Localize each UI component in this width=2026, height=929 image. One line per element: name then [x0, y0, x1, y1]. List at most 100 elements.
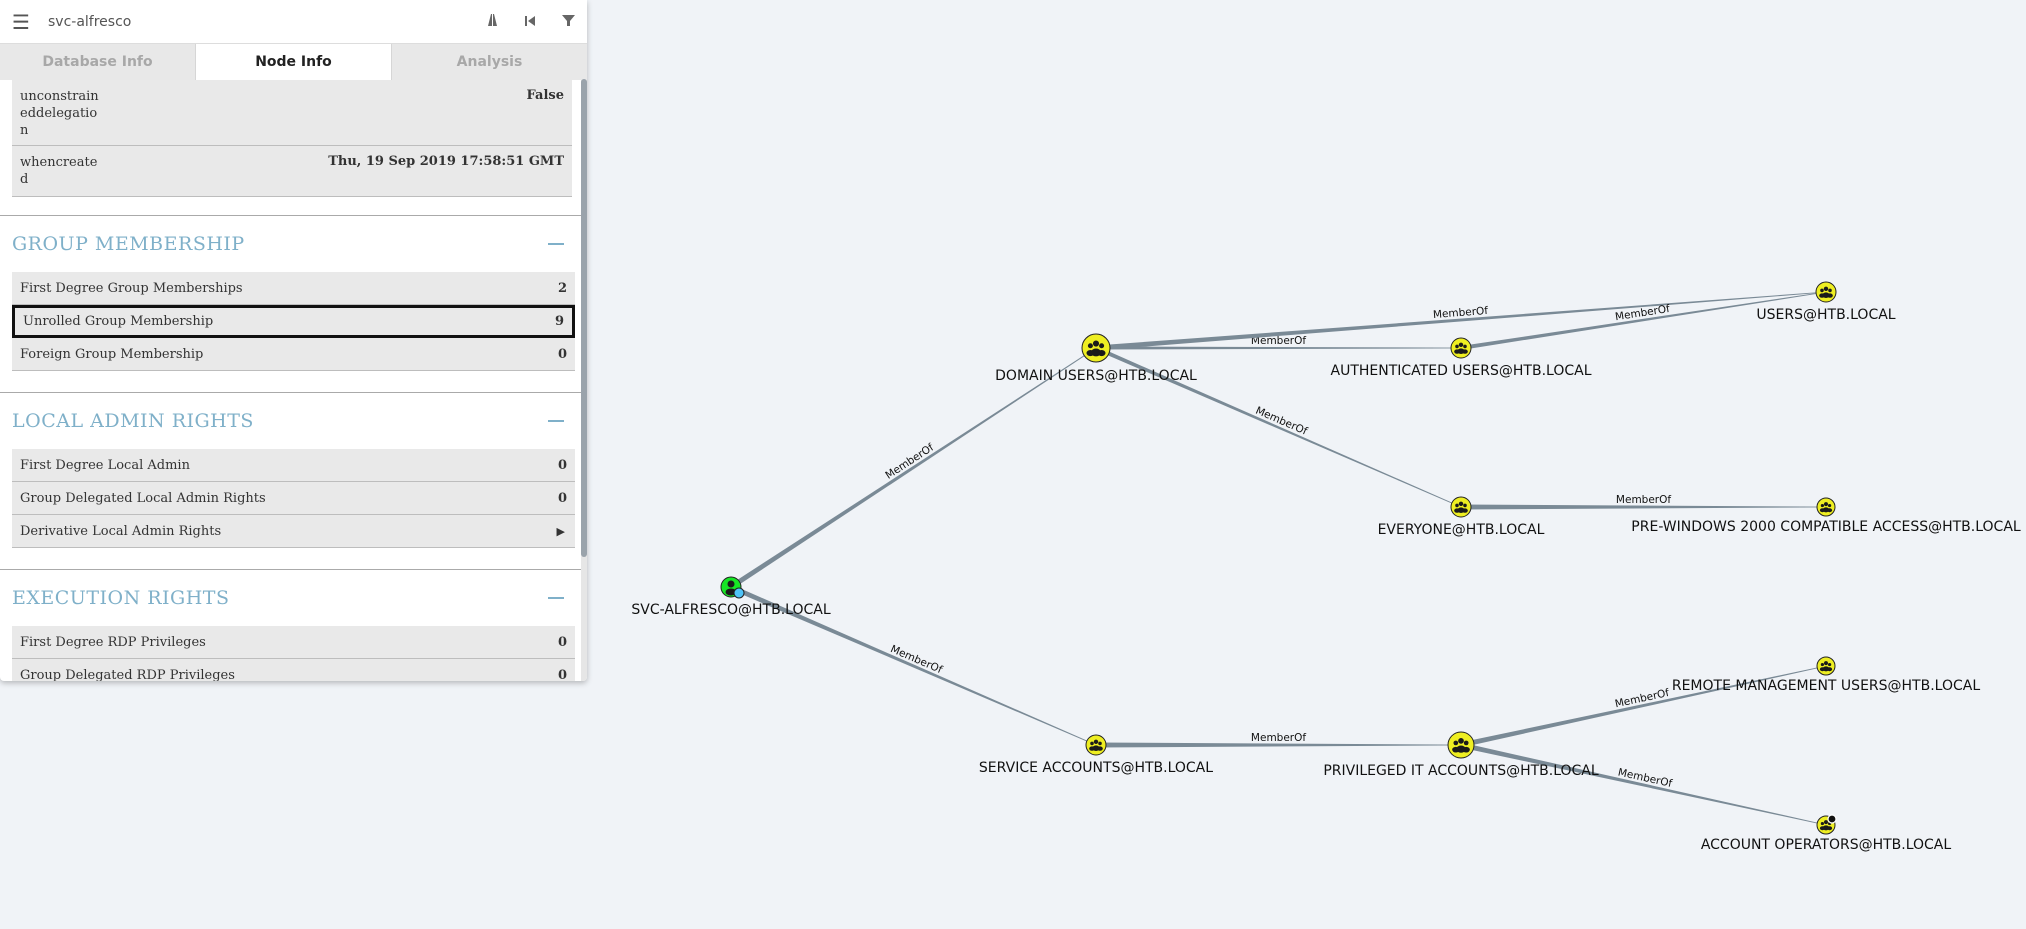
first-degree-local-admin[interactable]: First Degree Local Admin 0: [12, 449, 575, 482]
node-label: PRIVILEGED IT ACCOUNTS@HTB.LOCAL: [1323, 763, 1599, 779]
search-bar: ☰: [0, 0, 587, 44]
item-count: 0: [557, 457, 567, 473]
edge-label: MemberOf: [1251, 732, 1306, 744]
item-label: Foreign Group Membership: [20, 346, 204, 362]
edge-pit-rmu[interactable]: [1460, 665, 1827, 748]
item-label: First Degree RDP Privileges: [20, 634, 206, 650]
node-ao[interactable]: ACCOUNT OPERATORS@HTB.LOCAL: [1701, 814, 1952, 853]
group-delegated-local-admin-rights[interactable]: Group Delegated Local Admin Rights 0: [12, 482, 575, 515]
node-label: REMOTE MANAGEMENT USERS@HTB.LOCAL: [1672, 678, 1980, 694]
first-degree-group-memberships[interactable]: First Degree Group Memberships 2: [12, 272, 575, 305]
group-delegated-rdp-privileges[interactable]: Group Delegated RDP Privileges 0: [12, 659, 575, 681]
item-count: 0: [557, 667, 567, 682]
node-au[interactable]: AUTHENTICATED USERS@HTB.LOCAL: [1331, 337, 1592, 379]
pathfinding-icon[interactable]: [473, 13, 511, 31]
node-label: EVERYONE@HTB.LOCAL: [1378, 522, 1545, 538]
node-label: DOMAIN USERS@HTB.LOCAL: [995, 368, 1197, 384]
node-everyone[interactable]: EVERYONE@HTB.LOCAL: [1378, 496, 1545, 538]
edges-layer: MemberOfMemberOfMemberOfMemberOfMemberOf…: [729, 291, 1827, 826]
edge-au-users[interactable]: [1460, 291, 1827, 350]
item-label: First Degree Group Memberships: [20, 280, 243, 296]
search-input[interactable]: [42, 13, 473, 30]
tab-node-info[interactable]: Node Info: [196, 44, 392, 80]
property-value: False: [526, 88, 564, 103]
owned-marker-icon: [733, 587, 745, 599]
node-du[interactable]: DOMAIN USERS@HTB.LOCAL: [995, 333, 1197, 384]
edge-label: MemberOf: [1433, 305, 1489, 321]
section-divider: [0, 569, 587, 570]
section-divider: [0, 215, 587, 216]
item-label: Derivative Local Admin Rights: [20, 523, 222, 539]
node-circle[interactable]: [1085, 734, 1107, 756]
property-value: Thu, 19 Sep 2019 17:58:51 GMT: [328, 154, 564, 169]
node-label: AUTHENTICATED USERS@HTB.LOCAL: [1331, 363, 1592, 379]
edge-svc-sa[interactable]: [730, 584, 1097, 746]
unrolled-group-membership[interactable]: Unrolled Group Membership 9: [12, 305, 575, 338]
item-count: 0: [557, 490, 567, 506]
section-divider: [0, 392, 587, 393]
node-circle[interactable]: [1450, 496, 1472, 518]
section-title: EXECUTION RIGHTS: [12, 587, 230, 609]
local-admin-rights-header[interactable]: LOCAL ADMIN RIGHTS: [0, 393, 587, 449]
group-membership-header[interactable]: GROUP MEMBERSHIP: [0, 216, 587, 272]
property-row: unconstraineddelegation False: [12, 80, 572, 146]
node-users[interactable]: USERS@HTB.LOCAL: [1756, 281, 1896, 323]
node-svc[interactable]: SVC-ALFRESCO@HTB.LOCAL: [631, 576, 831, 618]
node-label: ACCOUNT OPERATORS@HTB.LOCAL: [1701, 837, 1952, 853]
property-key: whencreated: [20, 155, 98, 187]
node-circle[interactable]: [1447, 731, 1475, 759]
scrollbar-thumb[interactable]: [581, 79, 587, 557]
edge-du-users[interactable]: [1095, 291, 1827, 351]
edge-label: MemberOf: [1251, 335, 1306, 347]
filter-icon[interactable]: [549, 13, 587, 31]
collapse-icon[interactable]: [548, 597, 564, 599]
edge-label: MemberOf: [1616, 494, 1671, 506]
node-info-panel: ☰ Database Info Node Info Analysis uncon…: [0, 0, 587, 681]
derivative-local-admin-rights[interactable]: Derivative Local Admin Rights ▶: [12, 515, 575, 548]
high-value-marker-icon: [1827, 814, 1837, 824]
node-circle[interactable]: [1816, 656, 1836, 676]
item-count: 2: [557, 280, 567, 296]
first-degree-rdp-privileges[interactable]: First Degree RDP Privileges 0: [12, 626, 575, 659]
play-icon[interactable]: ▶: [556, 524, 565, 538]
execution-rights-header[interactable]: EXECUTION RIGHTS: [0, 570, 587, 626]
node-label: SVC-ALFRESCO@HTB.LOCAL: [631, 602, 830, 618]
node-circle[interactable]: [1815, 281, 1837, 303]
edge-pit-ao[interactable]: [1460, 742, 1827, 826]
group-icon: [1454, 501, 1468, 513]
edge-everyone-prewin[interactable]: [1461, 504, 1826, 510]
tab-analysis[interactable]: Analysis: [392, 44, 587, 80]
node-circle[interactable]: [1450, 337, 1472, 359]
group-icon: [1819, 286, 1833, 299]
edge-svc-du[interactable]: [729, 347, 1097, 590]
node-prewin[interactable]: PRE-WINDOWS 2000 COMPATIBLE ACCESS@HTB.L…: [1631, 497, 2021, 535]
group-icon: [1819, 820, 1833, 831]
menu-icon[interactable]: ☰: [12, 9, 30, 34]
item-count: 9: [554, 314, 564, 329]
edge-du-everyone[interactable]: [1095, 346, 1462, 508]
back-icon[interactable]: [511, 13, 549, 31]
node-label: PRE-WINDOWS 2000 COMPATIBLE ACCESS@HTB.L…: [1631, 519, 2021, 535]
node-pit[interactable]: PRIVILEGED IT ACCOUNTS@HTB.LOCAL: [1323, 731, 1599, 779]
node-info-content[interactable]: unconstraineddelegation False whencreate…: [0, 80, 587, 681]
item-label: Group Delegated Local Admin Rights: [20, 490, 266, 506]
node-label: SERVICE ACCOUNTS@HTB.LOCAL: [979, 760, 1213, 776]
node-circle[interactable]: [1816, 497, 1836, 517]
edge-label: MemberOf: [883, 441, 936, 481]
collapse-icon[interactable]: [548, 420, 564, 422]
edge-du-au[interactable]: [1096, 346, 1461, 350]
group-icon: [1819, 502, 1833, 513]
node-sa[interactable]: SERVICE ACCOUNTS@HTB.LOCAL: [979, 734, 1213, 776]
node-circle[interactable]: [1081, 333, 1111, 363]
section-title: GROUP MEMBERSHIP: [12, 233, 245, 255]
item-label: Unrolled Group Membership: [23, 314, 214, 329]
node-rmu[interactable]: REMOTE MANAGEMENT USERS@HTB.LOCAL: [1672, 656, 1980, 694]
property-row: whencreated Thu, 19 Sep 2019 17:58:51 GM…: [12, 146, 572, 197]
tab-database-info[interactable]: Database Info: [0, 44, 196, 80]
edge-sa-pit[interactable]: [1096, 742, 1461, 748]
nodes-layer: SVC-ALFRESCO@HTB.LOCAL DOMAIN USERS@HTB.L…: [631, 281, 2021, 853]
collapse-icon[interactable]: [548, 243, 564, 245]
node-label: USERS@HTB.LOCAL: [1756, 307, 1895, 323]
foreign-group-membership[interactable]: Foreign Group Membership 0: [12, 338, 575, 371]
